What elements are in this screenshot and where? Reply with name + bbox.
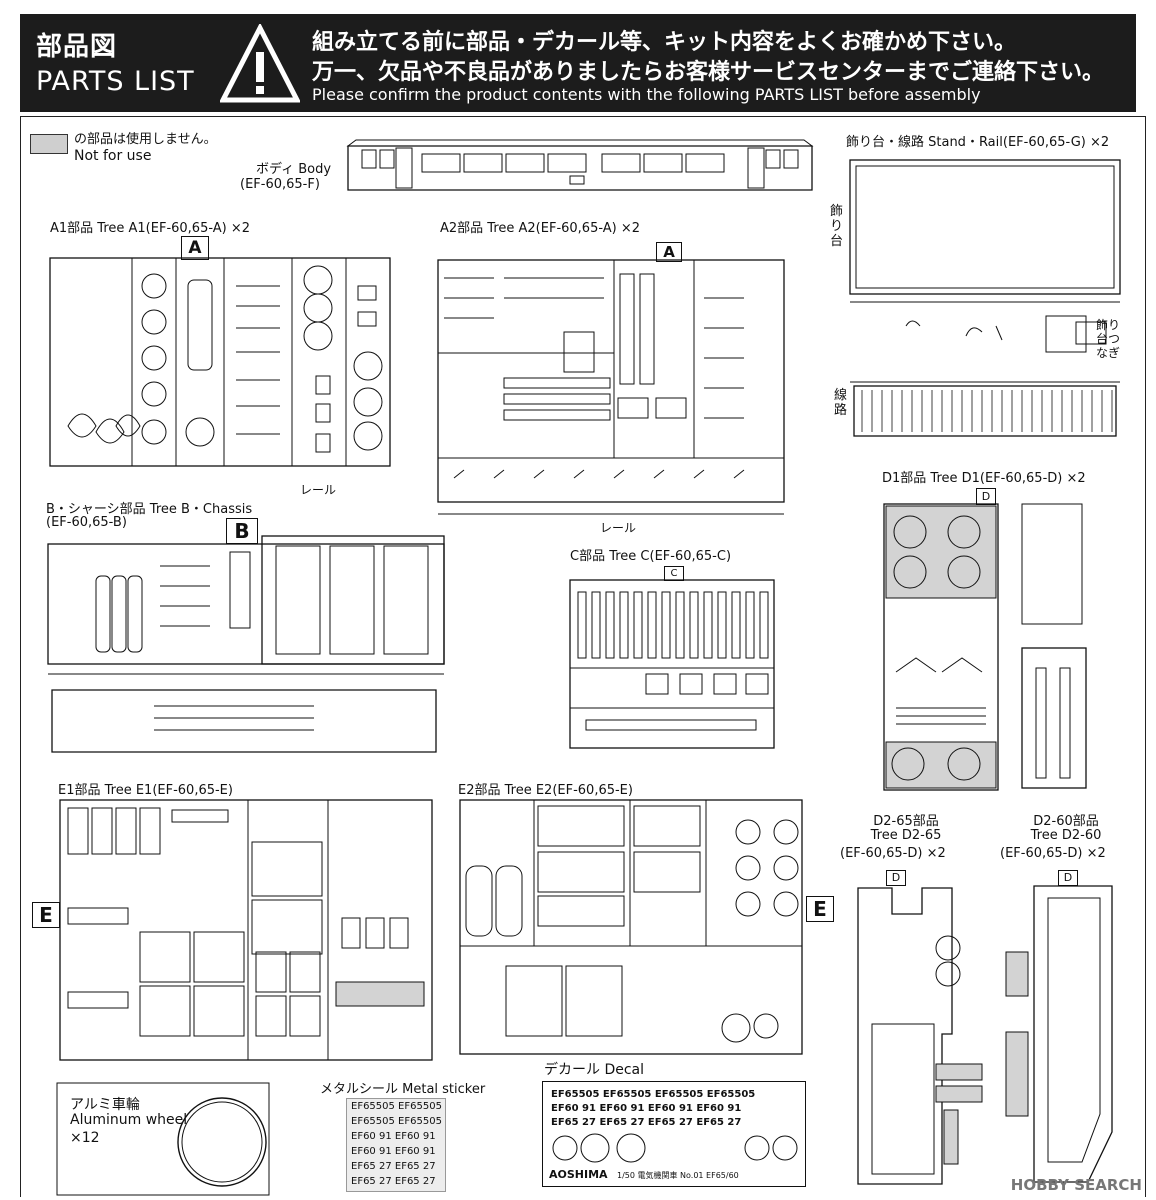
tree-b-sprue xyxy=(47,535,445,753)
wheel-qty: ×12 xyxy=(70,1130,100,1146)
body-label: ボディ Body xyxy=(256,162,332,177)
not-for-use-swatch xyxy=(30,134,68,154)
tree-a2-sprue xyxy=(437,259,785,515)
tree-e2-tag: E xyxy=(806,896,834,922)
metal-row: EF65 27 EF65 27 xyxy=(351,1161,436,1172)
stand-rail-sprue xyxy=(849,159,1121,437)
tree-e2-label: E2部品 Tree E2(EF-60,65-E) xyxy=(458,783,633,798)
decal-badges xyxy=(744,1135,798,1161)
tree-d260-l2: Tree D2-60 xyxy=(1030,828,1102,843)
tree-d265-l2: Tree D2-65 xyxy=(870,828,942,843)
tree-a1-sprue xyxy=(49,257,391,467)
tree-a2-tag: A xyxy=(656,242,682,262)
tree-d1-tag: D xyxy=(976,488,996,505)
wheel-en: Aluminum wheel xyxy=(70,1112,188,1128)
wheel-jp: アルミ車輪 xyxy=(70,1097,140,1113)
stand-label: 飾り台・線路 Stand・Rail(EF-60,65-G) ×2 xyxy=(846,135,1110,150)
decal-row: EF65505 EF65505 EF65505 EF65505 xyxy=(551,1089,756,1100)
wheel-box xyxy=(56,1082,270,1196)
decal-brand: AOSHIMA xyxy=(549,1168,608,1181)
title-jp: 部品図 xyxy=(36,32,118,62)
parts-frame xyxy=(20,116,1146,1197)
tree-a1-label: A1部品 Tree A1(EF-60,65-A) ×2 xyxy=(50,221,251,236)
decal-emblems xyxy=(552,1133,646,1163)
notice-line-1: 組み立てる前に部品・デカール等、キット内容をよくお確かめ下さい。 xyxy=(312,30,1017,55)
metal-row: EF60 91 EF60 91 xyxy=(351,1146,436,1157)
tree-d265-tag: D xyxy=(886,870,906,886)
tree-e2-sprue xyxy=(459,799,803,1055)
tree-e1-sprue xyxy=(59,799,433,1061)
decal-row: EF60 91 EF60 91 EF60 91 EF60 91 xyxy=(551,1103,742,1114)
legend-en: Not for use xyxy=(74,148,152,164)
notice-line-3: Please confirm the product contents with… xyxy=(312,85,981,104)
tree-d260-sprue xyxy=(1005,885,1113,1183)
tree-d265-sprue xyxy=(857,887,983,1185)
notice-line-2: 万一、欠品や不良品がありましたらお客様サービスセンターまでご連絡下さい。 xyxy=(312,60,1105,85)
title-en: PARTS LIST xyxy=(36,66,195,97)
tree-d260-l3: (EF-60,65-D) ×2 xyxy=(1000,846,1106,861)
tree-a1-rail: レール xyxy=(300,483,337,497)
tree-b-label: B・シャーシ部品 Tree B・Chassis xyxy=(46,502,253,517)
tree-a2-label: A2部品 Tree A2(EF-60,65-A) ×2 xyxy=(440,221,641,236)
metal-row: EF65 27 EF65 27 xyxy=(351,1176,436,1187)
tree-d265-l3: (EF-60,65-D) ×2 xyxy=(840,846,946,861)
tree-d265-l1: D2-65部品 xyxy=(873,814,939,829)
tree-a1-tag: A xyxy=(181,236,209,260)
stand-deco-label: 飾り台 xyxy=(830,204,844,249)
watermark: HOBBY SEARCH xyxy=(1010,1176,1142,1194)
decal-foot: 1/50 電気機関車 No.01 EF65/60 xyxy=(617,1171,739,1180)
body-drawing xyxy=(346,139,814,191)
tree-d1-label: D1部品 Tree D1(EF-60,65-D) ×2 xyxy=(882,471,1086,486)
stand-conn-label: 飾り台つなぎ xyxy=(1096,318,1121,360)
tree-d260-l1: D2-60部品 xyxy=(1033,814,1099,829)
body-code: (EF-60,65-F) xyxy=(240,177,320,192)
tree-e1-tag: E xyxy=(32,902,60,928)
metal-label: メタルシール Metal sticker xyxy=(320,1082,486,1097)
metal-row: EF60 91 EF60 91 xyxy=(351,1131,436,1142)
header-banner: 部品図 PARTS LIST 組み立てる前に部品・デカール等、キット内容をよくお… xyxy=(20,14,1136,112)
tree-b-tag: B xyxy=(226,518,258,544)
metal-row: EF65505 EF65505 xyxy=(351,1101,442,1112)
tree-b-code: (EF-60,65-B) xyxy=(46,515,127,530)
metal-row: EF65505 EF65505 xyxy=(351,1116,442,1127)
tree-e1-label: E1部品 Tree E1(EF-60,65-E) xyxy=(58,783,233,798)
warning-icon xyxy=(220,24,300,103)
decal-row: EF65 27 EF65 27 EF65 27 EF65 27 xyxy=(551,1117,742,1128)
rail-label: 線路 xyxy=(834,388,848,418)
tree-d1-sprue xyxy=(883,503,1087,791)
decal-label: デカール Decal xyxy=(544,1062,645,1078)
tree-c-label: C部品 Tree C(EF-60,65-C) xyxy=(570,549,732,564)
tree-a2-rail: レール xyxy=(600,521,637,535)
legend-jp: の部品は使用しません。 xyxy=(74,132,217,147)
tree-c-sprue xyxy=(569,579,775,749)
